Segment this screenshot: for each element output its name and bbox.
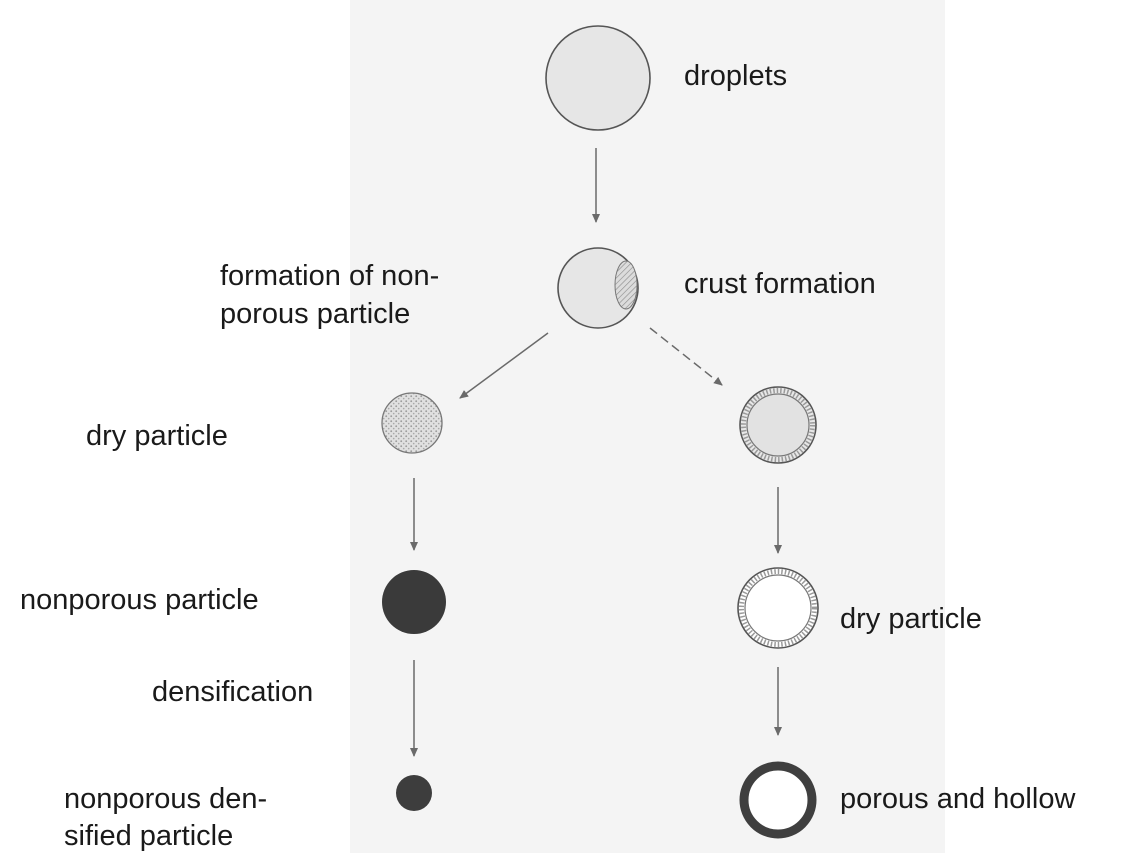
densified-particle-circle xyxy=(396,775,432,811)
label-densified-line2: sified particle xyxy=(64,820,234,852)
label-porous-hollow: porous and hollow xyxy=(840,783,1076,815)
label-nonporous-particle: nonporous particle xyxy=(20,584,259,616)
shell-particle xyxy=(739,386,817,464)
dry-particle-right-circle xyxy=(737,567,819,649)
nonporous-particle-circle xyxy=(382,570,446,634)
label-crust-formation: crust formation xyxy=(684,268,876,300)
label-densified-line1: nonporous den- xyxy=(64,783,268,815)
label-dry-particle-right: dry particle xyxy=(840,603,982,635)
label-dry-particle-left: dry particle xyxy=(86,420,228,452)
dry-particle-left-circle xyxy=(381,392,443,454)
droplet-circle xyxy=(545,25,651,131)
diagram-panel xyxy=(350,0,945,853)
porous-hollow-circle xyxy=(739,761,817,839)
arrow-to-dry-particle-left xyxy=(459,332,549,399)
label-nonporous-formation-line1: formation of non- xyxy=(220,260,440,292)
arrow-to-shell-particle xyxy=(649,327,723,386)
label-droplets: droplets xyxy=(684,60,788,92)
label-densification: densification xyxy=(152,676,314,708)
crust-formation-particle xyxy=(557,247,639,329)
label-nonporous-formation-line2: porous particle xyxy=(220,298,411,330)
